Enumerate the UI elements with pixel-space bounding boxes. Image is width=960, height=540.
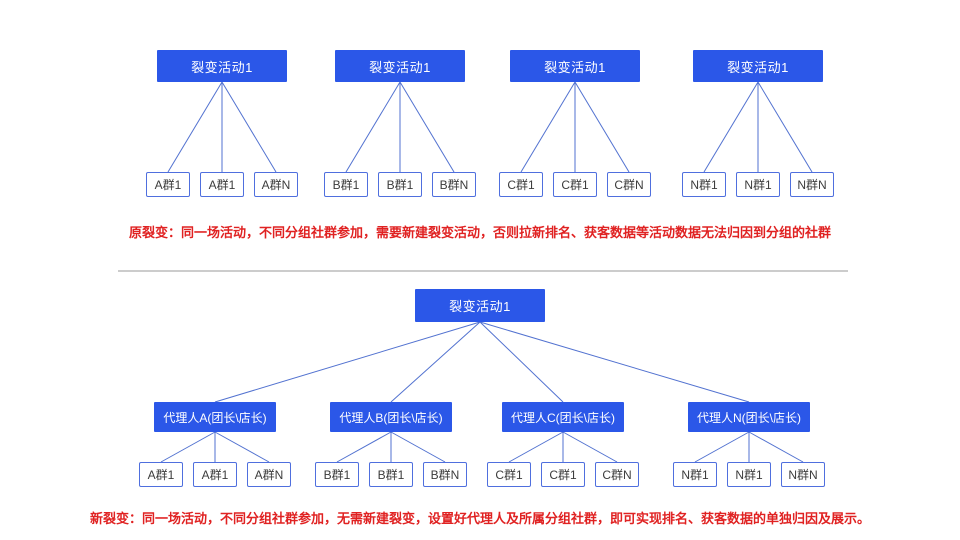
activity-root-node: 裂变活动1 (415, 289, 545, 322)
activity-node: 裂变活动1 (693, 50, 823, 82)
activity-node: 裂变活动1 (157, 50, 287, 82)
group-node: A群1 (139, 462, 183, 487)
connector-line (167, 81, 223, 173)
agent-node: 代理人B(团长\店长) (330, 402, 452, 432)
activity-node: 裂变活动1 (335, 50, 465, 82)
group-node: B群N (432, 172, 476, 197)
group-node: A群N (247, 462, 291, 487)
group-node: B群1 (315, 462, 359, 487)
connector-line (757, 81, 813, 173)
connector-line (520, 81, 576, 173)
connector-line (214, 321, 481, 403)
group-node: A群N (254, 172, 298, 197)
group-node: B群1 (369, 462, 413, 487)
group-node: C群1 (553, 172, 597, 197)
connector-line (508, 431, 564, 463)
group-node: B群1 (324, 172, 368, 197)
connector-line (160, 431, 216, 463)
connector-line (574, 81, 630, 173)
connector-line (390, 321, 481, 403)
connector-line (390, 431, 446, 463)
agent-node: 代理人A(团长\店长) (154, 402, 276, 432)
connector-line (479, 321, 564, 403)
group-node: N群N (790, 172, 834, 197)
connector-line (703, 81, 759, 173)
connector-line (214, 431, 270, 463)
group-node: C群N (607, 172, 651, 197)
group-node: N群1 (682, 172, 726, 197)
connector-line (748, 431, 804, 463)
group-node: N群1 (673, 462, 717, 487)
group-node: N群1 (727, 462, 771, 487)
connector-line (345, 81, 401, 173)
group-node: A群1 (200, 172, 244, 197)
group-node: C群N (595, 462, 639, 487)
old-fission-caption: 原裂变：同一场活动，不同分组社群参加，需要新建裂变活动，否则拉新排名、获客数据等… (128, 225, 831, 240)
connector-line (221, 81, 277, 173)
activity-node: 裂变活动1 (510, 50, 640, 82)
agent-node: 代理人C(团长\店长) (502, 402, 624, 432)
agent-node: 代理人N(团长\店长) (688, 402, 810, 432)
group-node: A群1 (193, 462, 237, 487)
group-node: B群1 (378, 172, 422, 197)
group-node: C群1 (487, 462, 531, 487)
group-node: C群1 (499, 172, 543, 197)
section-divider (118, 270, 848, 272)
connector-line (479, 321, 750, 403)
group-node: N群1 (736, 172, 780, 197)
group-node: C群1 (541, 462, 585, 487)
connector-line (336, 431, 392, 463)
connector-line (694, 431, 750, 463)
group-node: B群N (423, 462, 467, 487)
connector-line (562, 431, 618, 463)
group-node: N群N (781, 462, 825, 487)
group-node: A群1 (146, 172, 190, 197)
new-fission-caption: 新裂变：同一场活动，不同分组社群参加，无需新建裂变，设置好代理人及所属分组社群，… (89, 511, 870, 526)
connector-line (399, 81, 455, 173)
